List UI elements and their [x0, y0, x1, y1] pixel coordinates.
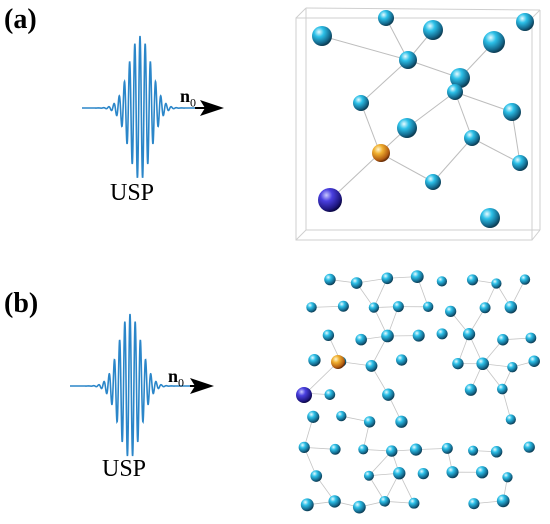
atom — [386, 445, 398, 457]
atom — [464, 130, 480, 146]
atom — [408, 497, 420, 509]
atom — [308, 354, 321, 367]
atom — [479, 302, 491, 314]
dopant-atom-blue — [296, 387, 312, 403]
atom — [417, 467, 429, 480]
atom — [497, 383, 508, 395]
atom — [445, 305, 457, 318]
atom — [379, 495, 391, 507]
crystal-lattice-a — [295, 7, 541, 241]
atom — [436, 276, 448, 287]
atom — [505, 414, 516, 425]
panel-label: (b) — [4, 288, 39, 319]
atom — [382, 388, 395, 401]
atom — [350, 277, 363, 289]
arrow-icon — [190, 378, 214, 394]
atom — [504, 300, 518, 314]
atom — [423, 20, 443, 40]
atom — [358, 444, 369, 455]
atom — [523, 441, 535, 453]
atom — [436, 328, 448, 340]
panel-label: (a) — [4, 4, 37, 35]
atom — [491, 278, 502, 289]
atom — [352, 500, 366, 514]
unit-cell-box — [295, 7, 541, 241]
atom — [475, 466, 489, 479]
atom — [412, 329, 425, 342]
atom — [399, 51, 417, 69]
atom — [462, 328, 476, 341]
crystal-lattice-b — [296, 270, 540, 514]
atom — [365, 359, 378, 372]
panel-a: (a) n0 USP — [4, 4, 541, 241]
atom — [392, 301, 404, 313]
atom — [355, 333, 367, 346]
atom — [363, 416, 376, 428]
atom — [480, 208, 500, 228]
atom — [476, 357, 489, 371]
atom — [512, 155, 528, 171]
atom — [447, 84, 463, 100]
atom — [468, 498, 480, 510]
atom — [410, 270, 424, 284]
atom — [503, 103, 521, 121]
arrow-icon — [200, 100, 224, 116]
atom — [306, 302, 317, 313]
atom — [466, 274, 479, 286]
atom — [452, 357, 464, 370]
atom — [381, 272, 394, 285]
direction-label: n0 — [168, 366, 185, 390]
atom — [395, 415, 408, 428]
atom — [363, 470, 374, 481]
atom — [353, 95, 369, 111]
atom — [483, 31, 505, 53]
atom — [393, 467, 406, 480]
atom — [497, 334, 509, 346]
atom — [307, 410, 320, 423]
atom — [378, 10, 394, 26]
atom — [368, 302, 380, 313]
atom — [310, 470, 323, 482]
pulse-waveform-b — [70, 313, 214, 457]
atom — [507, 362, 518, 373]
atom — [496, 494, 510, 508]
direction-label: n0 — [180, 86, 197, 110]
atom — [312, 26, 332, 46]
dopant-atom-gold — [372, 144, 390, 162]
atom — [528, 355, 540, 367]
atom — [298, 441, 310, 453]
atom — [381, 329, 394, 343]
usp-label: USP — [110, 180, 155, 206]
atom — [322, 329, 335, 341]
atom — [328, 495, 341, 508]
atom — [324, 273, 336, 286]
atom — [464, 383, 477, 396]
atom — [425, 174, 441, 190]
atom — [329, 443, 341, 455]
atom — [502, 472, 513, 483]
atom — [525, 332, 537, 344]
dopant-atom-blue — [318, 188, 342, 212]
atom — [324, 389, 336, 400]
atom — [397, 118, 417, 138]
atom — [468, 445, 479, 456]
atom — [409, 443, 423, 456]
atom — [423, 301, 434, 312]
atom — [337, 300, 349, 312]
panel-b: (b) n0 USP — [0, 262, 550, 524]
atom — [300, 498, 314, 512]
atom — [441, 442, 453, 454]
atoms — [312, 10, 534, 228]
atom — [446, 466, 459, 479]
dopant-atom-gold — [331, 355, 345, 369]
atom — [396, 354, 408, 366]
atom — [519, 274, 531, 285]
atom — [490, 446, 503, 458]
atom — [336, 410, 347, 422]
pulse-waveform-a — [82, 35, 224, 179]
usp-label: USP — [102, 456, 147, 482]
atom — [516, 13, 534, 31]
atom — [450, 68, 470, 88]
atoms — [296, 270, 540, 514]
